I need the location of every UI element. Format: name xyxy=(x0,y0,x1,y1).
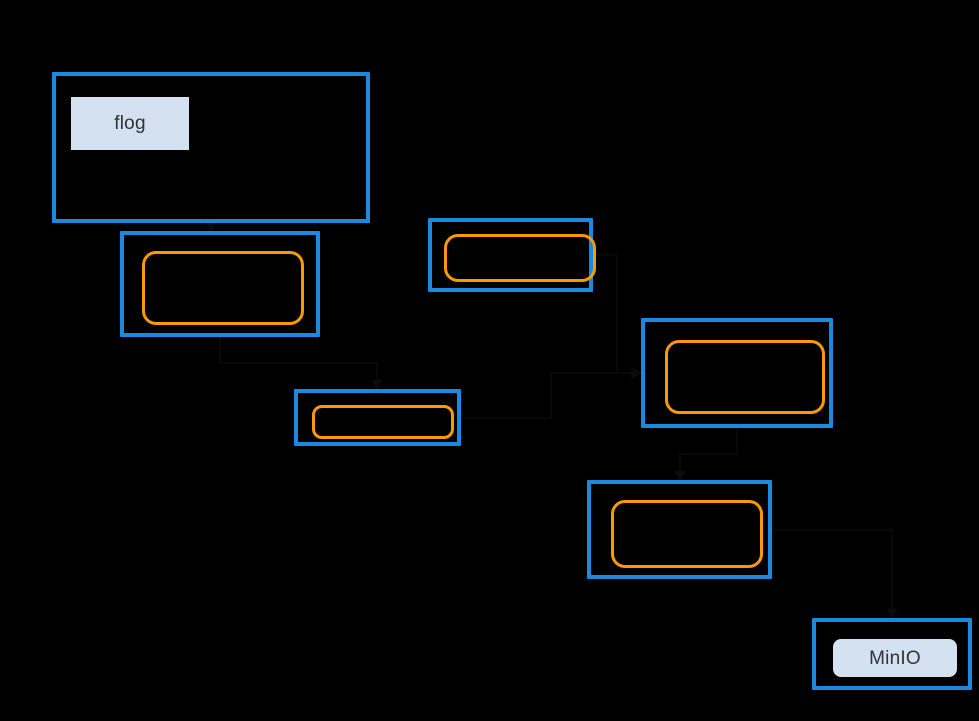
group-box-6[interactable] xyxy=(587,480,772,579)
flog-label-text: flog xyxy=(114,113,146,134)
connector-group-3-to-group-4 xyxy=(593,254,643,379)
connector-group-5-to-group-4 xyxy=(461,367,643,419)
minio-label-chip[interactable]: MinIO xyxy=(833,639,957,677)
group-box-3-inner-node[interactable] xyxy=(444,234,596,282)
group-box-2-inner-node[interactable] xyxy=(142,251,304,325)
group-box-6-inner-node[interactable] xyxy=(611,500,763,568)
flog-label-chip[interactable]: flog xyxy=(71,97,189,150)
group-box-2[interactable] xyxy=(120,231,320,337)
group-box-4[interactable] xyxy=(641,318,833,428)
connector-group-6-to-minio xyxy=(772,529,898,620)
connector-group-4-to-group-6 xyxy=(674,428,738,482)
connector-group-2-to-group-5 xyxy=(219,337,383,391)
flog-container[interactable]: flog xyxy=(52,72,370,223)
minio-label-text: MinIO xyxy=(869,647,921,669)
group-box-4-inner-node[interactable] xyxy=(665,340,825,414)
minio-container[interactable]: MinIO xyxy=(812,618,972,690)
group-box-5-inner-node[interactable] xyxy=(312,405,454,439)
group-box-3[interactable] xyxy=(428,218,596,292)
group-box-5[interactable] xyxy=(294,389,461,446)
